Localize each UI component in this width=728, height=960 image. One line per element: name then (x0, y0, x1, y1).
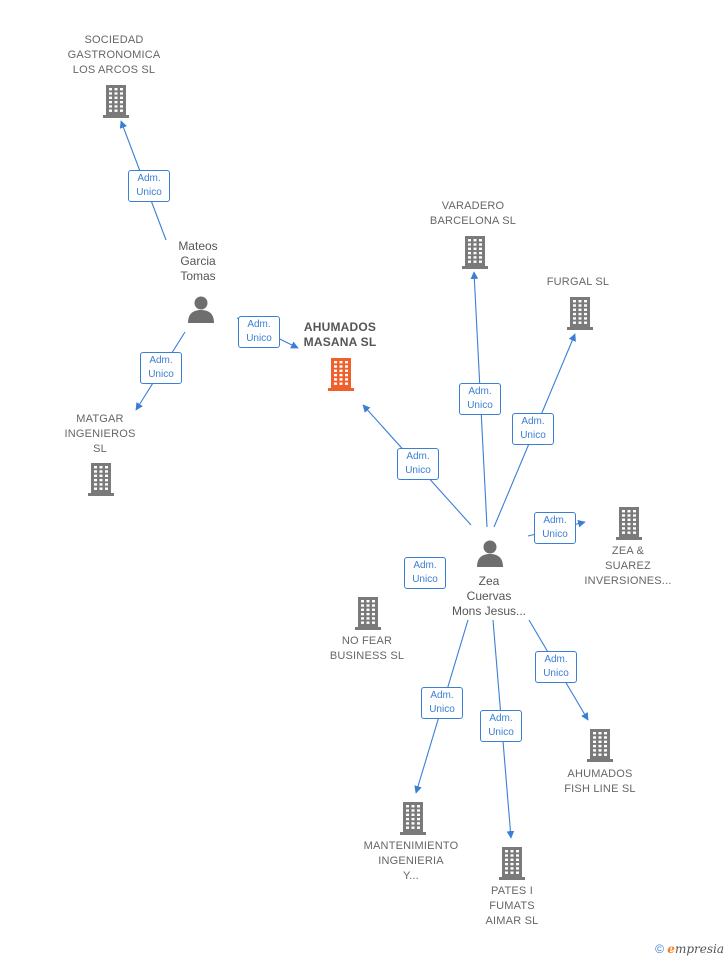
node-zea-cuervas[interactable]: Zea Cuervas Mons Jesus... (437, 574, 541, 619)
edge-label-adm-unico: Adm. Unico (512, 413, 554, 445)
focus-building-icon[interactable] (325, 356, 357, 397)
node-label: AHUMADOS FISH LINE SL (564, 768, 636, 795)
node-matgar[interactable]: MATGAR INGENIEROS SL (50, 412, 150, 457)
node-label: VARADERO BARCELONA SL (429, 200, 517, 227)
node-sociedad-gastronomica[interactable]: SOCIEDAD GASTRONOMICA LOS ARCOS SL (54, 33, 174, 78)
node-mateos-garcia[interactable]: Mateos Garcia Tomas (160, 239, 236, 284)
edge-label-adm-unico: Adm. Unico (480, 710, 522, 742)
node-pates[interactable]: PATES I FUMATS AIMAR SL (462, 884, 562, 929)
node-label: SOCIEDAD GASTRONOMICA LOS ARCOS SL (67, 34, 161, 76)
node-no-fear[interactable]: NO FEAR BUSINESS SL (312, 634, 422, 664)
person-icon[interactable] (475, 538, 505, 573)
person-icon[interactable] (186, 294, 216, 329)
node-furgal[interactable]: FURGAL SL (530, 275, 626, 290)
node-label: ZEA & SUAREZ INVERSIONES... (584, 545, 672, 587)
node-varadero[interactable]: VARADERO BARCELONA SL (412, 199, 534, 229)
edge-label-adm-unico: Adm. Unico (397, 448, 439, 480)
edge-label-adm-unico: Adm. Unico (404, 557, 446, 589)
building-icon[interactable] (613, 505, 645, 546)
building-icon[interactable] (564, 295, 596, 336)
edge-label-adm-unico: Adm. Unico (140, 352, 182, 384)
footer-brand: © empresia (655, 942, 724, 956)
node-zea-suarez[interactable]: ZEA & SUAREZ INVERSIONES... (572, 544, 684, 589)
node-label: FURGAL SL (546, 276, 610, 288)
node-mantenimiento[interactable]: MANTENIMIENTO INGENIERIA Y... (350, 839, 472, 884)
node-label: NO FEAR BUSINESS SL (329, 635, 405, 662)
node-ahumados-masana[interactable]: AHUMADOS MASANA SL (285, 320, 395, 350)
edge-label-adm-unico: Adm. Unico (459, 383, 501, 415)
building-icon[interactable] (397, 800, 429, 841)
edge-label-adm-unico: Adm. Unico (534, 512, 576, 544)
building-icon[interactable] (352, 595, 384, 636)
node-label: MATGAR INGENIEROS SL (64, 413, 136, 455)
building-icon[interactable] (584, 727, 616, 768)
edge-label-adm-unico: Adm. Unico (238, 316, 280, 348)
node-label: Mateos Garcia Tomas (178, 239, 218, 283)
building-icon[interactable] (496, 845, 528, 886)
node-label: PATES I FUMATS AIMAR SL (485, 885, 539, 927)
node-label: Zea Cuervas Mons Jesus... (451, 574, 527, 618)
copyright-symbol: © (655, 942, 664, 956)
building-icon[interactable] (85, 461, 117, 502)
edge-label-adm-unico: Adm. Unico (128, 170, 170, 202)
building-icon[interactable] (100, 83, 132, 124)
node-label: MANTENIMIENTO INGENIERIA Y... (363, 840, 459, 882)
edge-label-adm-unico: Adm. Unico (421, 687, 463, 719)
node-label: AHUMADOS MASANA SL (303, 320, 377, 349)
brand-logo: empresia (667, 942, 724, 956)
building-icon[interactable] (459, 234, 491, 275)
node-ahumados-fish[interactable]: AHUMADOS FISH LINE SL (544, 767, 656, 797)
edge-label-adm-unico: Adm. Unico (535, 651, 577, 683)
